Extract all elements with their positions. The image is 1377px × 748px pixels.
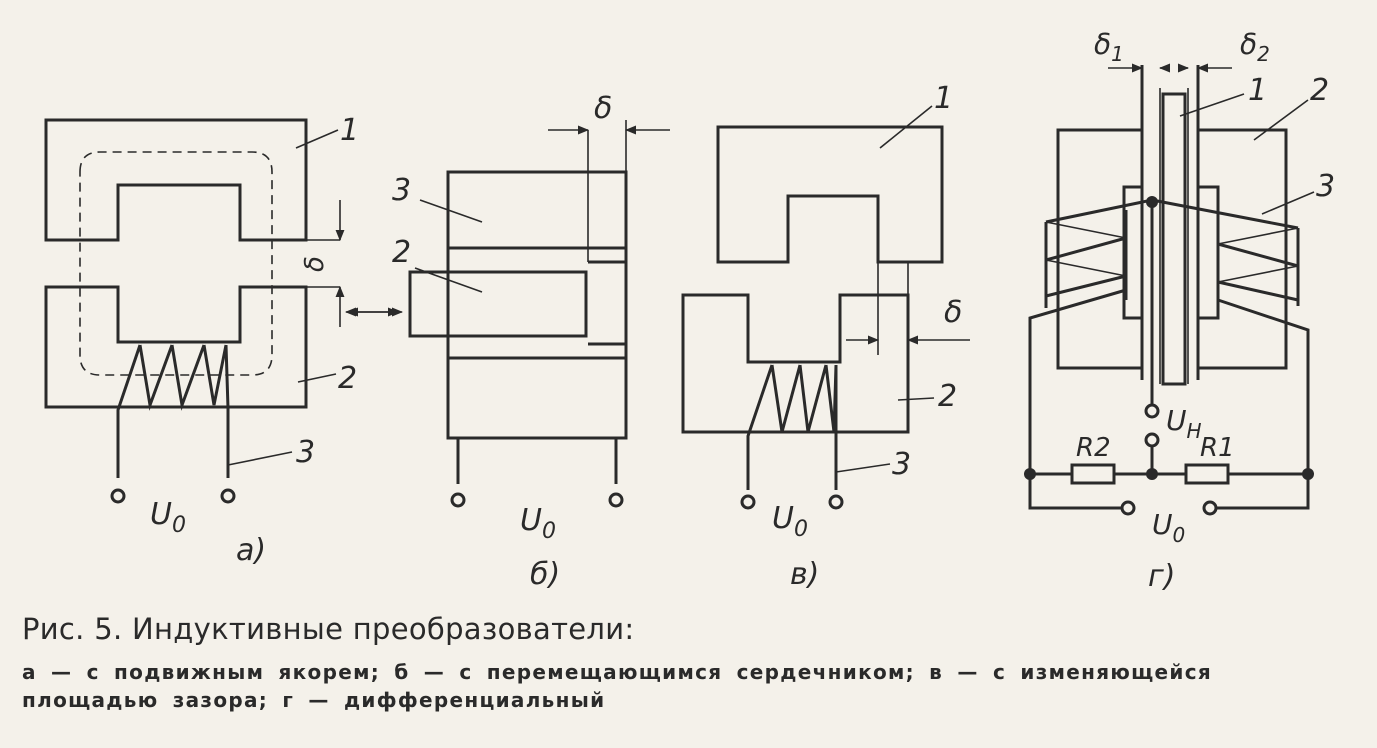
label-g-3: 3 xyxy=(1316,169,1335,204)
terminal-g-uh-bottom xyxy=(1144,432,1160,448)
terminal-g-uh-top xyxy=(1144,403,1160,419)
label-b-2: 2 xyxy=(392,235,411,270)
terminal-a-left xyxy=(110,488,126,504)
winding-top-b xyxy=(446,170,628,250)
terminal-g-left xyxy=(1120,500,1136,516)
core-g-right xyxy=(1196,128,1288,370)
voltage-g: U0 xyxy=(1152,508,1185,547)
gap-label-g1: δ1 xyxy=(1094,28,1124,66)
core-v xyxy=(681,293,910,434)
diagram-b: δ 3 2 U0 б) xyxy=(344,91,670,592)
label-v-1: 1 xyxy=(934,81,953,116)
figure-caption-title: Рис. 5. Индуктивные преобразователи: xyxy=(22,612,635,646)
terminal-v-right xyxy=(828,494,844,510)
label-v-2: 2 xyxy=(938,379,957,414)
diagram-v: δ 1 2 3 U0 в) xyxy=(681,81,970,592)
coil-v xyxy=(746,364,838,490)
sublabel-v: в) xyxy=(790,557,819,592)
label-r2: R2 xyxy=(1076,433,1111,463)
voltage-v: U0 xyxy=(772,501,808,542)
winding-bottom-b xyxy=(446,356,628,440)
sublabel-b: б) xyxy=(530,557,560,592)
inductive-transducers-figure: δ 1 2 3 U0 а) δ 3 2 U0 б) xyxy=(44,28,1335,594)
gap-label-g2: δ2 xyxy=(1240,28,1270,66)
voltage-uh: UH xyxy=(1166,404,1202,443)
resistor-r1 xyxy=(1184,463,1230,485)
terminal-v-left xyxy=(740,494,756,510)
armature-g xyxy=(1161,92,1187,386)
label-a-1: 1 xyxy=(340,113,359,148)
sublabel-a: а) xyxy=(236,533,266,568)
resistor-r2 xyxy=(1070,463,1116,485)
gap-label-a: δ xyxy=(300,256,330,272)
voltage-a: U0 xyxy=(150,497,186,538)
label-a-2: 2 xyxy=(338,361,357,396)
terminal-b-left xyxy=(450,492,466,508)
terminal-a-right xyxy=(220,488,236,504)
core-g-left xyxy=(1056,128,1144,370)
coil-g-right xyxy=(1151,198,1310,472)
voltage-b: U0 xyxy=(520,503,556,544)
core-a xyxy=(44,285,308,409)
label-r1: R1 xyxy=(1200,433,1235,463)
label-g-2: 2 xyxy=(1310,73,1329,108)
armature-v xyxy=(716,125,944,264)
gap-label-v: δ xyxy=(944,295,962,330)
sublabel-g: г) xyxy=(1148,559,1175,594)
figure-caption-line-2: площадью зазора; г — дифференциальный xyxy=(22,688,606,712)
diagram-a: δ 1 2 3 U0 а) xyxy=(44,113,400,568)
armature-a xyxy=(44,118,308,242)
label-a-3: 3 xyxy=(296,435,315,470)
coil-a xyxy=(116,344,230,478)
diagram-g: δ1 δ2 UH R2 R1 xyxy=(1024,28,1335,594)
label-b-3: 3 xyxy=(392,173,411,208)
node-g-mid xyxy=(1146,468,1158,480)
terminal-b-right xyxy=(608,492,624,508)
moving-core-b xyxy=(408,270,588,338)
label-v-3: 3 xyxy=(892,447,911,482)
terminal-g-right xyxy=(1202,500,1218,516)
gap-label-b: δ xyxy=(594,91,612,126)
figure-caption-line-1: а — с подвижным якорем; б — с перемещающ… xyxy=(22,660,1213,684)
label-g-1: 1 xyxy=(1248,73,1267,108)
coil-g-left xyxy=(1028,198,1153,472)
